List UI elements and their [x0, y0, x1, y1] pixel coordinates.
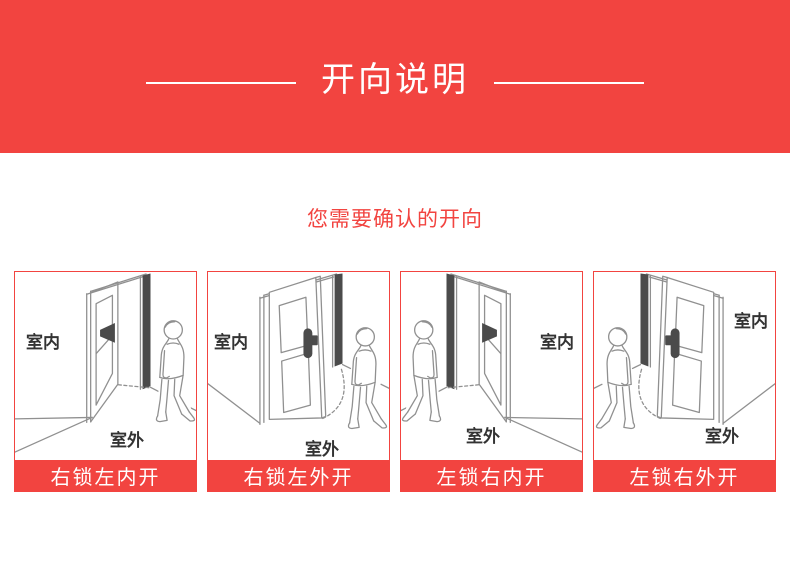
panel-caption: 右锁左内开 — [15, 460, 196, 491]
section-subtitle: 您需要确认的开向 — [307, 208, 483, 231]
outdoor-label: 室外 — [466, 427, 500, 446]
panel-left-lock-right-inward: 室内 室外 左锁右内开 — [400, 271, 583, 492]
header-banner: 开向说明 — [0, 0, 790, 153]
panel-caption: 左锁右外开 — [594, 460, 775, 491]
panels-row: 室内 室外 右锁左内开 室内 室外 右锁左外开 室内 室外 左锁右内开 — [0, 271, 790, 492]
outdoor-label: 室外 — [705, 427, 739, 446]
door-outward-mirrored-illustration — [594, 272, 775, 460]
panel-right-lock-left-outward: 室内 室外 右锁左外开 — [207, 271, 390, 492]
door-inward-illustration — [15, 272, 196, 460]
panel-caption: 左锁右内开 — [401, 460, 582, 491]
door-diagram-inward-right: 室内 室外 — [401, 272, 582, 460]
outdoor-label: 室外 — [110, 431, 144, 450]
door-diagram-inward-left: 室内 室外 — [15, 272, 196, 460]
indoor-label: 室内 — [214, 333, 248, 352]
indoor-label: 室内 — [26, 333, 60, 352]
outdoor-label: 室外 — [305, 440, 339, 459]
indoor-label: 室内 — [540, 333, 574, 352]
door-diagram-outward-right: 室内 室外 — [594, 272, 775, 460]
door-diagram-outward-left: 室内 室外 — [208, 272, 389, 460]
indoor-label: 室内 — [734, 312, 768, 331]
title-rule-left — [146, 81, 296, 84]
panel-right-lock-left-inward: 室内 室外 右锁左内开 — [14, 271, 197, 492]
title-rule-right — [494, 81, 644, 84]
page-title: 开向说明 — [321, 61, 469, 99]
panel-caption: 右锁左外开 — [208, 460, 389, 491]
panel-left-lock-right-outward: 室内 室外 左锁右外开 — [593, 271, 776, 492]
door-outward-illustration — [208, 272, 389, 460]
